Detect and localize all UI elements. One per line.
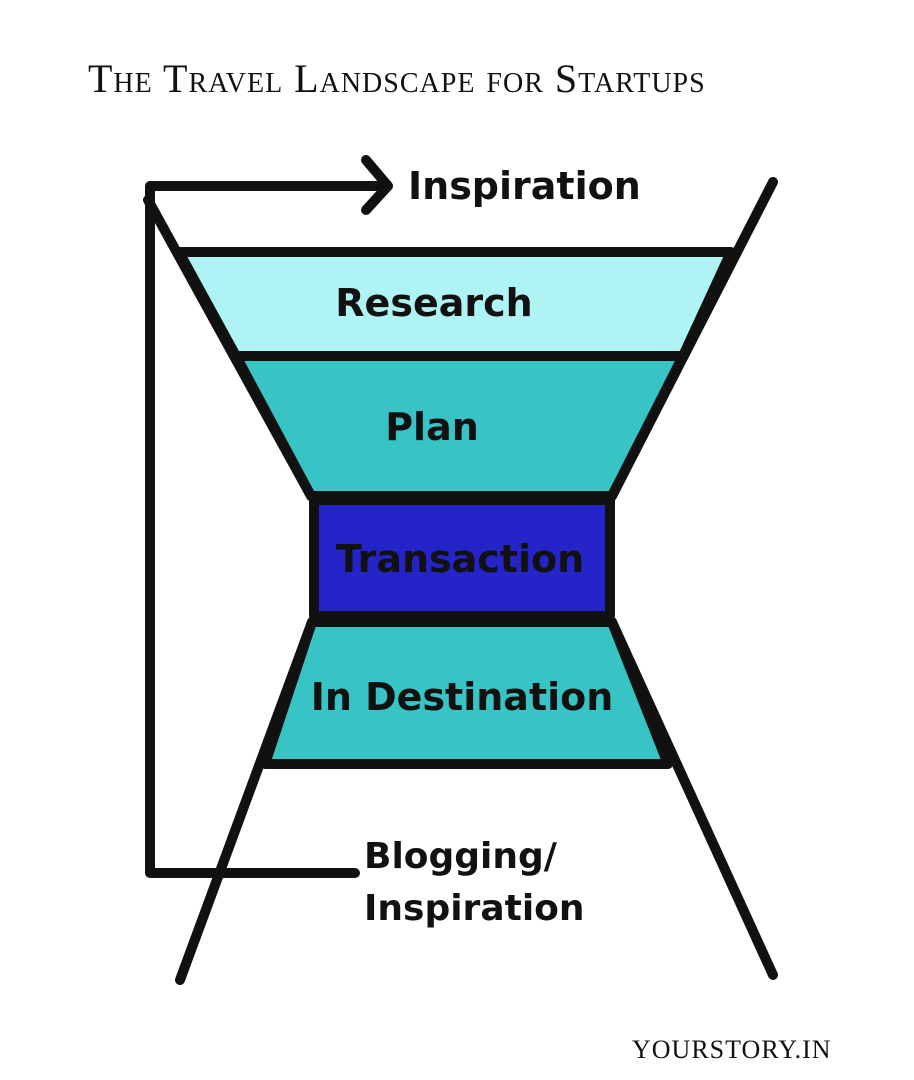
feedback-loop-line (145, 181, 383, 878)
page-title: The Travel Landscape for Startups (88, 56, 706, 101)
stage-label-in-destination: In Destination (311, 675, 614, 719)
hourglass-right-lower-line (607, 617, 778, 980)
loop-label-line-2: Inspiration (364, 888, 585, 929)
stage-label-inspiration: Inspiration (408, 164, 641, 208)
band-transaction (309, 495, 615, 621)
stage-label-research: Research (335, 281, 532, 325)
hourglass-left-line (143, 195, 316, 501)
stage-label-plan: Plan (385, 405, 479, 449)
hourglass-right-line (607, 177, 778, 501)
stage-label-transaction: Transaction (336, 537, 584, 581)
hourglass-left-lower-line (175, 617, 317, 985)
source-credit: YOURSTORY.IN (632, 1035, 832, 1064)
arrow-head-icon (361, 155, 393, 215)
loop-label-line-1: Blogging/ (364, 836, 558, 877)
